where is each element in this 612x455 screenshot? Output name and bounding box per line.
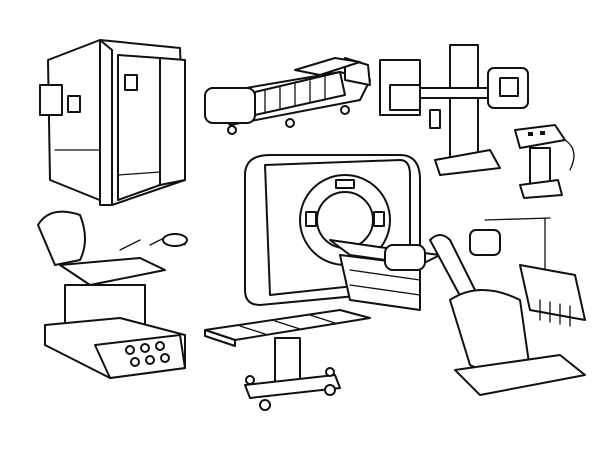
xray-machine-illustration [379,44,529,176]
dental-chair-illustration [429,217,586,396]
operating-table-illustration [204,309,371,411]
hospital-bed-illustration [204,57,371,135]
control-console-illustration [514,124,575,199]
mri-scanner-illustration [244,154,441,311]
examination-chair-illustration [37,210,188,379]
booth-illustration [39,39,186,206]
